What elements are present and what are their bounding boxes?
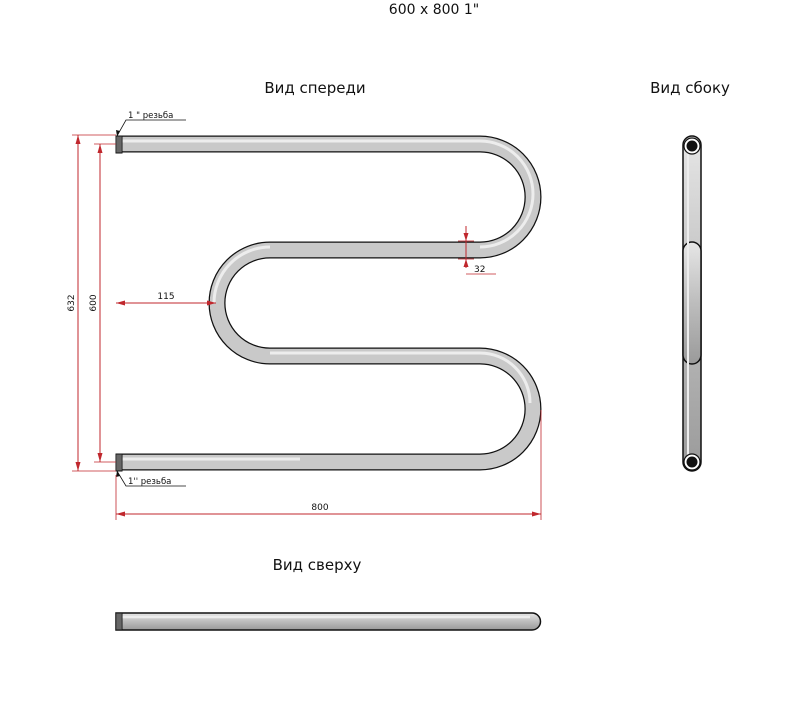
dimension-115: 115 [116, 292, 216, 306]
thread-note-top-label: 1 " резьба [128, 111, 173, 121]
dimension-115-label: 115 [157, 292, 174, 302]
thread-end-bottom [115, 453, 123, 472]
side-view-tube [682, 135, 702, 472]
drawing-title: 600 x 800 1" [389, 2, 479, 18]
front-view-tube [115, 135, 542, 472]
dimension-632: 632 [67, 134, 116, 472]
dimension-32: 32 [458, 226, 496, 275]
top-view-title: Вид сверху [273, 556, 362, 574]
dimension-800-label: 800 [311, 503, 328, 513]
dimension-600: 600 [89, 143, 116, 463]
thread-note-top: 1 " резьба [116, 111, 186, 137]
dimension-632-label: 632 [67, 294, 77, 311]
top-view-tube [115, 612, 542, 631]
dimension-600-label: 600 [89, 294, 99, 311]
dimension-32-label: 32 [474, 265, 485, 275]
thread-note-bottom-label: 1'' резьба [128, 477, 171, 487]
front-view-title: Вид спереди [264, 79, 365, 97]
thread-end-top [115, 135, 123, 154]
side-view-title: Вид сбоку [650, 79, 730, 97]
thread-note-bottom: 1'' резьба [116, 470, 186, 487]
dimension-800: 800 [115, 410, 542, 520]
